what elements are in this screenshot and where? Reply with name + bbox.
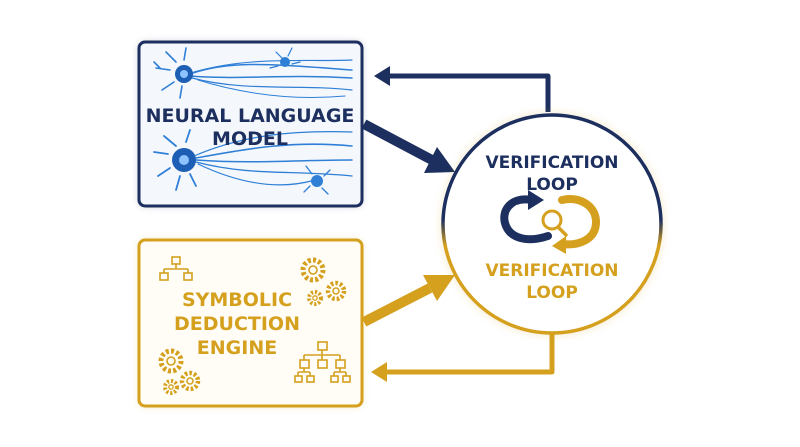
neural-to-verification-arrow — [361, 119, 455, 173]
neuron-icon — [153, 47, 353, 99]
neuron-icon — [153, 129, 353, 195]
neuron-nucleus — [179, 155, 189, 165]
symbolic-title-line2: DEDUCTION — [174, 313, 300, 335]
cycle-magnifier-icon — [500, 190, 601, 254]
verification-bottom-line1: VERIFICATION — [485, 261, 618, 281]
verification-loop-circle: VERIFICATION LOOP VERIFICATION LOOP — [440, 112, 664, 336]
neural-title-line1: NEURAL LANGUAGE — [146, 105, 355, 127]
neural-title-line2: MODEL — [212, 128, 288, 150]
tree-hierarchy-icon — [159, 256, 193, 281]
symbolic-to-verification-arrow — [361, 275, 455, 327]
verification-top-line2: LOOP — [526, 175, 578, 195]
neuron-small — [311, 175, 323, 187]
symbolic-title-line1: SYMBOLIC — [182, 289, 292, 311]
gears-icon — [158, 348, 201, 395]
symbolic-title-line3: ENGINE — [197, 337, 277, 359]
verification-top-line1: VERIFICATION — [485, 153, 618, 173]
verification-bottom-line2: LOOP — [526, 283, 578, 303]
return-arrow-to-neural — [374, 66, 551, 112]
neuron-small — [280, 57, 290, 67]
symbolic-deduction-engine-box: SYMBOLIC DEDUCTION ENGINE — [137, 238, 364, 408]
neural-language-model-box: NEURAL LANGUAGE MODEL — [137, 40, 364, 208]
return-arrow-to-symbolic — [371, 334, 555, 382]
neuron-nucleus — [180, 70, 188, 78]
gears-icon — [300, 257, 347, 306]
tree-hierarchy-icon — [294, 341, 351, 383]
